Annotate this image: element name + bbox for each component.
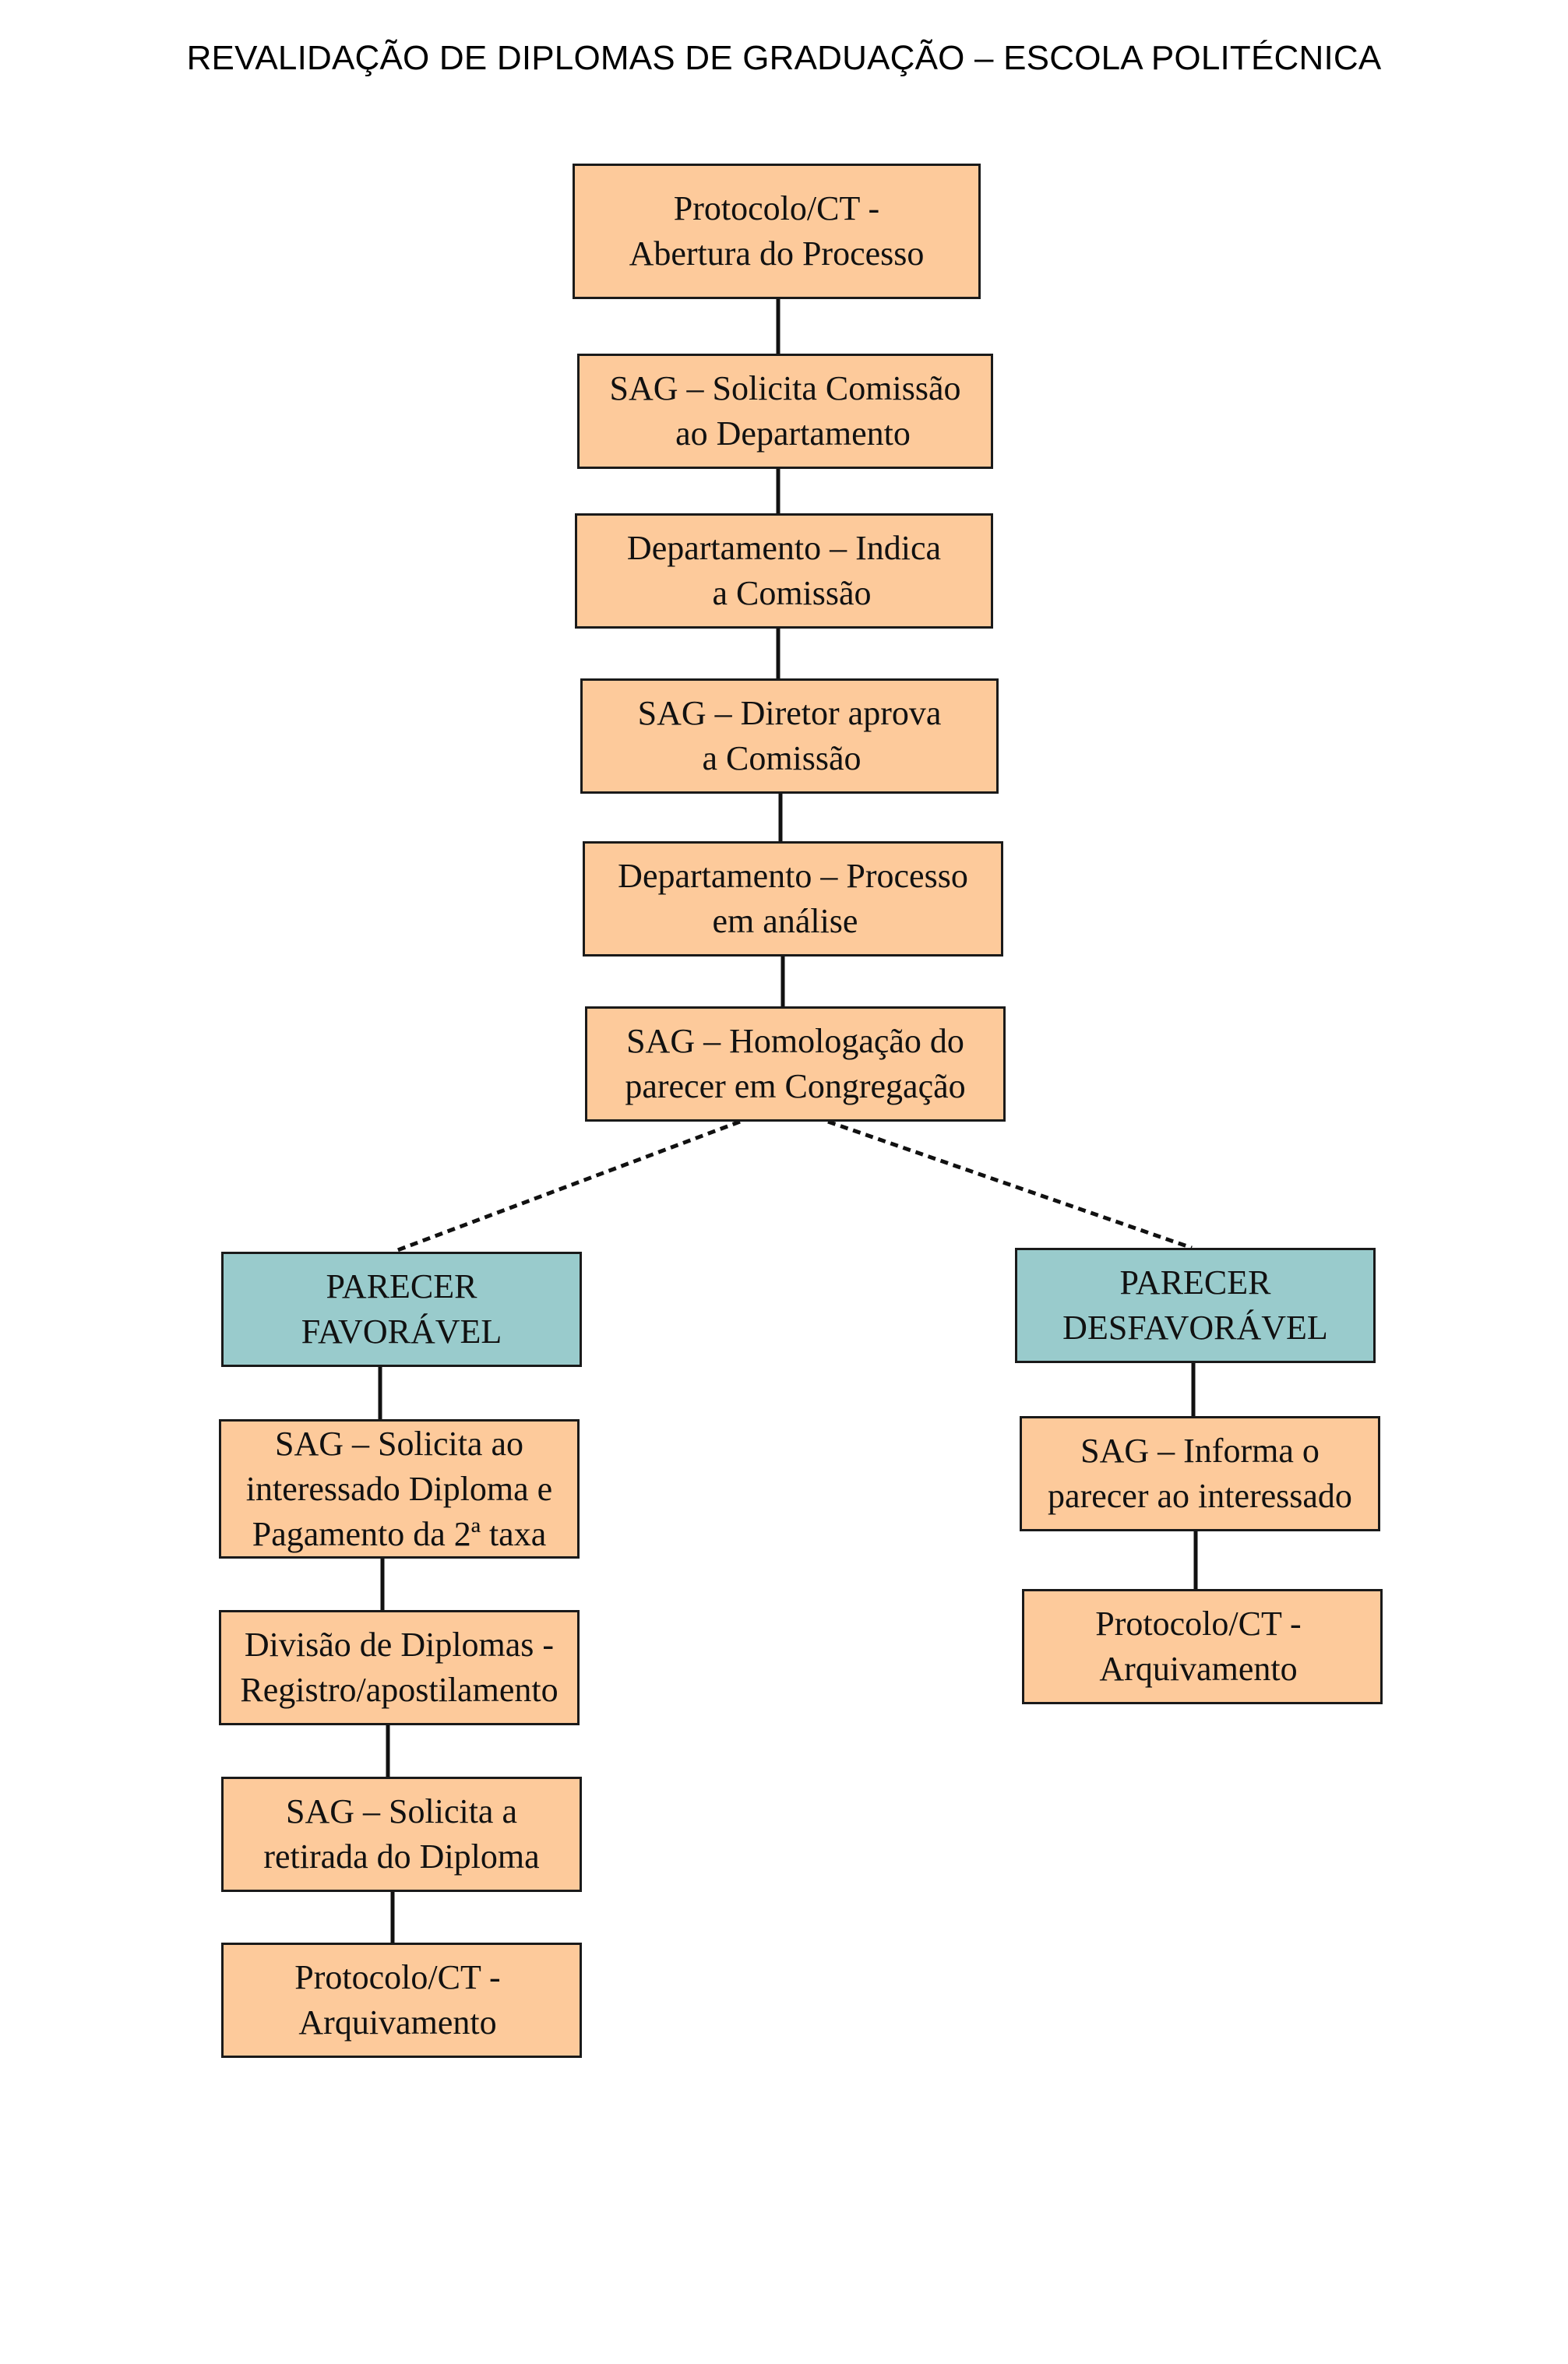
step-text-line: SAG – Informa o: [1080, 1432, 1320, 1470]
step-homologacao-parecer: SAG – Homologação do parecer em Congrega…: [585, 1006, 1006, 1122]
step-indica-comissao: Departamento – Indica a Comissão: [575, 513, 993, 629]
step-text-line: Departamento – Indica: [626, 529, 942, 567]
step-text-line: ao Departamento: [675, 414, 911, 453]
outcome-text-line: PARECER: [1119, 1263, 1271, 1302]
step-text-line: parecer em Congregação: [625, 1067, 966, 1105]
step-retirada-diploma: SAG – Solicita a retirada do Diploma: [221, 1777, 582, 1892]
step-text-line: Registro/apostilamento: [240, 1671, 558, 1709]
page-title: REVALIDAÇÃO DE DIPLOMAS DE GRADUAÇÃO – E…: [186, 39, 1382, 77]
step-registro-apostilamento: Divisão de Diplomas - Registro/apostilam…: [219, 1610, 580, 1725]
step-arquivamento-favoravel: Protocolo/CT - Arquivamento: [221, 1943, 582, 2058]
outcome-parecer-favoravel: PARECER FAVORÁVEL: [221, 1252, 582, 1367]
step-text-line: SAG – Solicita ao: [275, 1424, 523, 1463]
step-text-line: em análise: [712, 902, 858, 940]
step-text-line: Departamento – Processo: [618, 857, 968, 895]
step-text-line: Protocolo/CT -: [673, 189, 880, 227]
step-diretor-aprova: SAG – Diretor aprova a Comissão: [580, 678, 999, 794]
outcome-text-line: FAVORÁVEL: [301, 1312, 502, 1351]
outcome-parecer-desfavoravel: PARECER DESFAVORÁVEL: [1015, 1248, 1376, 1363]
outcome-text-line: DESFAVORÁVEL: [1062, 1309, 1328, 1347]
step-processo-em-analise: Departamento – Processo em análise: [583, 841, 1003, 957]
step-informa-parecer: SAG – Informa o parecer ao interessado: [1020, 1416, 1380, 1531]
step-text-line: a Comissão: [712, 574, 872, 612]
step-text-line: Divisão de Diplomas -: [244, 1626, 555, 1664]
outcome-text-line: PARECER: [326, 1267, 477, 1305]
step-text-line: Protocolo/CT -: [1095, 1605, 1302, 1643]
step-text-line: SAG – Diretor aprova: [637, 694, 942, 732]
dashed-branch-favorable: [393, 1119, 741, 1254]
step-solicita-comissao: SAG – Solicita Comissão ao Departamento: [577, 354, 993, 469]
step-text-line: Protocolo/CT -: [294, 1958, 501, 1996]
step-text-line: SAG – Solicita a: [286, 1792, 517, 1830]
step-abertura-processo: Protocolo/CT - Abertura do Processo: [573, 164, 981, 299]
step-solicita-diploma-taxa: SAG – Solicita ao interessado Diploma e …: [219, 1419, 580, 1559]
step-arquivamento-desfavoravel: Protocolo/CT - Arquivamento: [1022, 1589, 1383, 1704]
step-text-line: parecer ao interessado: [1048, 1477, 1352, 1515]
step-text-line: Pagamento da 2ª taxa: [252, 1514, 547, 1553]
step-text-line: Abertura do Processo: [629, 234, 925, 273]
step-text-line: SAG – Homologação do: [626, 1022, 964, 1060]
step-text-line: retirada do Diploma: [263, 1837, 540, 1876]
step-text-line: a Comissão: [702, 739, 862, 777]
dashed-branch-unfavorable: [827, 1119, 1193, 1250]
step-text-line: Arquivamento: [298, 2003, 497, 2042]
step-text-line: SAG – Solicita Comissão: [609, 369, 961, 407]
step-text-line: interessado Diploma e: [245, 1469, 553, 1508]
step-text-line: Arquivamento: [1099, 1650, 1298, 1688]
